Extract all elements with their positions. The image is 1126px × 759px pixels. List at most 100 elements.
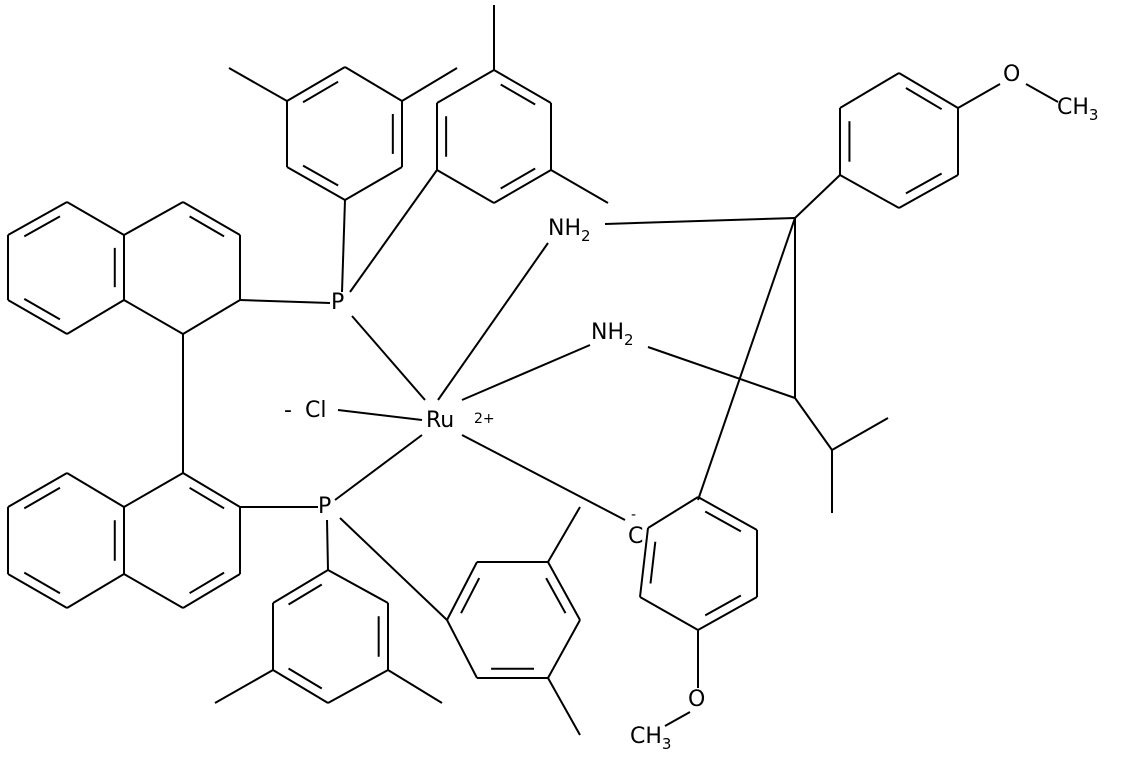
methyl-bottom-label: CH3 (630, 724, 671, 752)
methyl-bond (387, 669, 443, 704)
xylyl-ring-1-double-bond (302, 164, 339, 187)
ruthenium-symbol: Ru (426, 408, 455, 433)
naphthyl-top-right-ring-bond (123, 299, 184, 335)
chloride-charge: - (284, 398, 292, 423)
anisyl-ring-bottom-bond (697, 596, 758, 631)
anisyl-ring-bottom-bond (647, 496, 699, 529)
methyl-bond (550, 169, 609, 204)
naphthyl-bottom-right-ring-bond (123, 573, 184, 609)
naphthyl-top-left-ring-bond (66, 299, 125, 335)
methyl-bond (547, 677, 581, 736)
naphthyl-top-left-ring-bond (7, 201, 68, 236)
n-c-bond (647, 346, 796, 399)
n-ru-bond (437, 242, 549, 401)
amine-top-label: NH2 (548, 216, 591, 244)
isopropyl-bond (831, 417, 889, 451)
xylyl-ring-3-bond (327, 569, 389, 604)
methyl-right-label: CH3 (1057, 95, 1098, 123)
naphthyl-top-left-ring-bond (7, 299, 68, 335)
naphthyl-bottom-left-ring-bond (7, 472, 68, 508)
phosphorus-top-label: P (331, 290, 345, 315)
xylyl-ring-3-double-bond (288, 667, 323, 690)
xylyl-ring-2-bond (493, 69, 552, 104)
anisyl-ring-top-double-bond (905, 172, 943, 195)
naphthyl-bottom-left-ring-double-bond (23, 486, 61, 510)
xylyl-ring-3-bond (272, 569, 329, 604)
methyl-right-subscript: 3 (1088, 106, 1099, 124)
anisyl-ring-bottom-bond (639, 596, 699, 631)
anisyl-ring-bottom-double-bond (704, 510, 742, 533)
xylyl-ring-4-bond (547, 619, 581, 679)
anisyl-ring-bottom-double-bond (649, 541, 657, 584)
xylyl-ring-1-bond (286, 66, 346, 102)
methyl-bottom-subscript: 3 (661, 735, 672, 753)
isopropyl-bond (794, 397, 833, 451)
naphthyl-bottom-right-ring-double-bond (189, 571, 225, 595)
oxygen-bottom-label: O (688, 687, 706, 712)
xylyl-ring-2-bond (436, 169, 495, 204)
c-aryl-bond (794, 174, 841, 219)
c-aryl-bond (697, 217, 796, 501)
xylyl-ring-3-bond (272, 669, 329, 704)
naphthyl-bottom-right-ring-bond (182, 472, 241, 508)
p-aryl-bond (341, 199, 346, 293)
xylyl-ring-2-double-bond (500, 83, 536, 106)
naphthyl-top-left-ring-bond (66, 201, 125, 236)
p-aryl-bond (326, 519, 329, 571)
xylyl-ring-1-bond (286, 166, 346, 201)
oxygen-right-label: O (1003, 62, 1021, 87)
methyl-bond (228, 67, 288, 102)
phosphorus-bottom-label: P (318, 494, 332, 519)
anisyl-ring-top-double-bond (905, 87, 943, 111)
aryl-o-bond (957, 83, 1001, 109)
naphthyl-bottom-left-ring-double-bond (23, 571, 61, 595)
xylyl-ring-1-bond (344, 66, 403, 102)
methyl-bond (214, 669, 274, 704)
o-methyl-bond (1025, 83, 1059, 103)
xylyl-ring-4-bond (446, 619, 478, 679)
c-ru-bond (461, 434, 626, 521)
amine-mid-symbol: NH (591, 320, 624, 345)
naphthyl-bottom-right-ring-bond (123, 472, 184, 508)
cl-ru-bond (337, 409, 423, 421)
p-aryl-bond (339, 517, 448, 621)
xylyl-ring-3-double-bond (288, 583, 323, 606)
amine-top-symbol: NH (548, 216, 581, 241)
amine-top-subscript: 2 (581, 227, 591, 245)
carbanion-charge: - (631, 507, 637, 523)
naphthyl-bottom-right-ring-bond (182, 573, 241, 609)
xylyl-ring-2-bond (493, 169, 552, 204)
xylyl-ring-4-double-bond (545, 577, 567, 614)
naphthyl-bottom-right-ring-double-bond (189, 486, 225, 510)
xylyl-ring-2-bond (436, 69, 495, 104)
amine-mid-label: NH2 (591, 320, 634, 348)
anisyl-ring-bottom-bond (639, 527, 649, 598)
methyl-bond (401, 67, 458, 102)
naphthyl-top-left-ring-double-bond (23, 215, 61, 238)
anisyl-ring-top-bond (898, 174, 959, 209)
p-ru-bond (334, 434, 423, 501)
xylyl-ring-1-double-bond (302, 80, 339, 104)
naphthyl-p-bond (239, 299, 331, 304)
naphthyl-top-left-ring-double-bond (23, 297, 61, 321)
p-ru-bond (351, 315, 426, 401)
o-methyl-bond (664, 711, 691, 727)
naphthyl-top-right-ring-double-bond (189, 215, 225, 238)
xylyl-ring-4-bond (547, 561, 581, 621)
naphthyl-top-right-ring-bond (182, 201, 241, 236)
xylyl-ring-2-double-bond (500, 167, 536, 190)
xylyl-ring-4-bond (446, 561, 478, 621)
naphthyl-top-right-ring-bond (123, 201, 184, 236)
n-ru-bond (461, 344, 591, 401)
p-aryl-bond (349, 169, 438, 293)
carbanion-label: C- (628, 508, 643, 548)
anisyl-ring-bottom-bond (697, 496, 758, 531)
methyl-right-symbol: CH (1057, 95, 1089, 120)
xylyl-ring-1-bond (344, 166, 403, 201)
naphthyl-bottom-left-ring-bond (66, 472, 125, 508)
anisyl-ring-top-bond (839, 174, 900, 209)
methyl-bottom-symbol: CH (630, 724, 662, 749)
